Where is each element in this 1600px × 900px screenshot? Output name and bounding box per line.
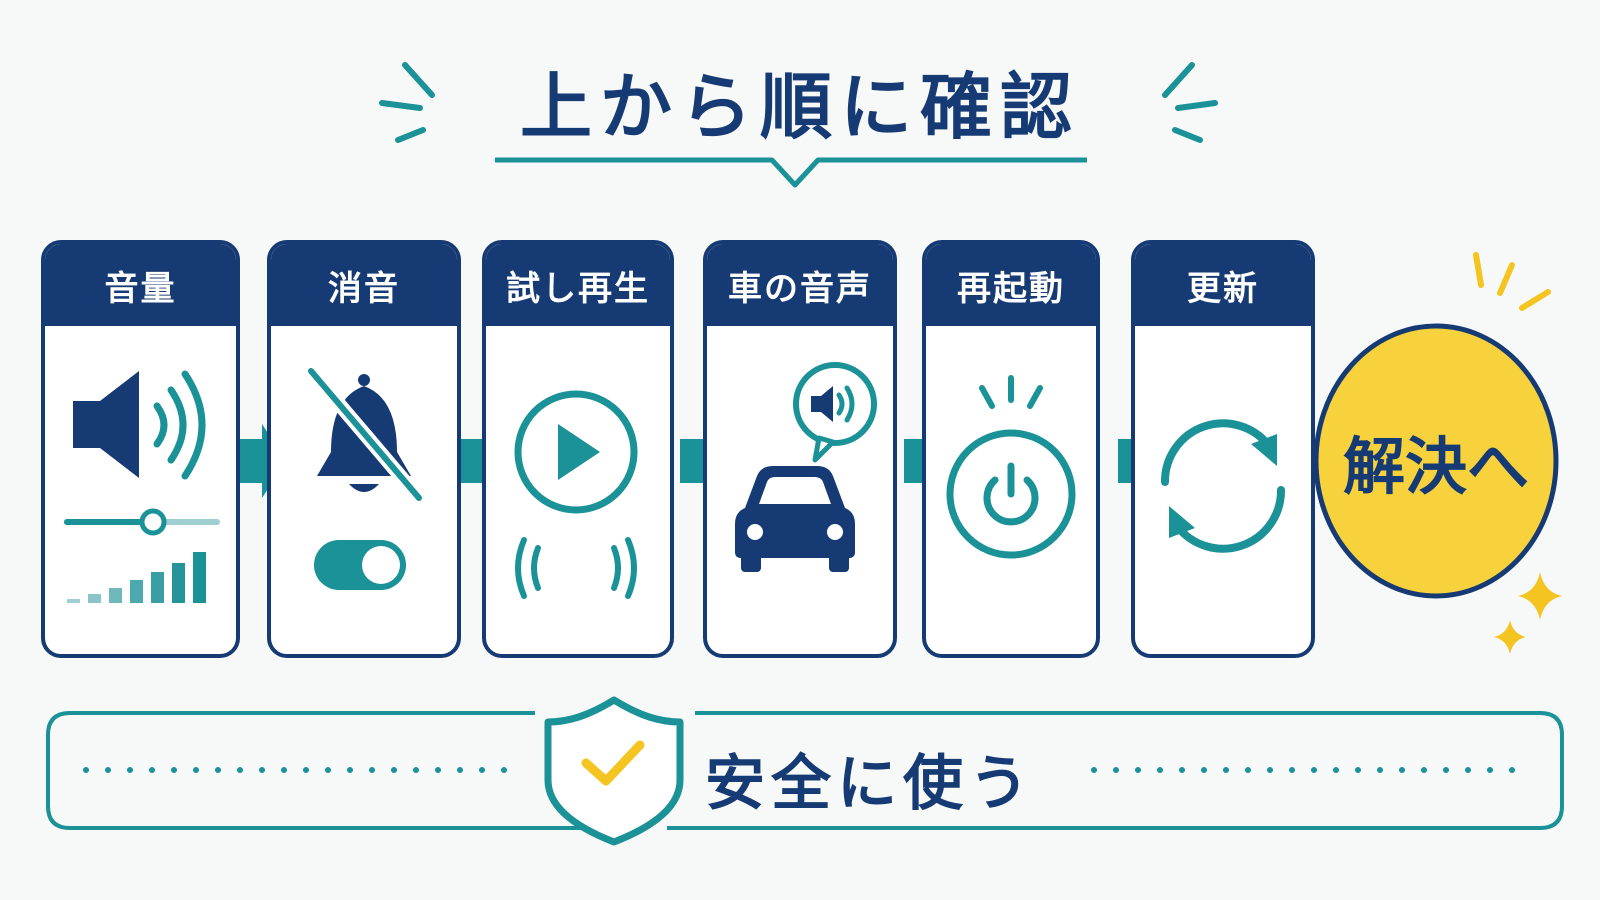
step-update: 更新 bbox=[1131, 240, 1315, 658]
play-icon bbox=[514, 390, 638, 599]
step-label: 試し再生 bbox=[486, 244, 670, 326]
step-mute: 消音 bbox=[267, 240, 461, 658]
page-title: 上から順に確認 bbox=[519, 65, 1080, 149]
step-label: 再起動 bbox=[926, 244, 1096, 326]
step-restart: 再起動 bbox=[922, 240, 1100, 658]
step-label: 消音 bbox=[271, 244, 457, 326]
footer-dots-right bbox=[1091, 767, 1515, 773]
goal-node: 解決へ bbox=[1312, 322, 1560, 600]
step-label: 音量 bbox=[45, 244, 236, 326]
power-icon bbox=[946, 375, 1076, 559]
refresh-icon bbox=[1160, 419, 1286, 553]
title-underline bbox=[495, 157, 1087, 188]
muted-bell-icon bbox=[305, 366, 425, 590]
step-label: 車の音声 bbox=[707, 244, 893, 326]
shield-check-icon bbox=[544, 696, 684, 846]
step-car-audio: 車の音声 bbox=[703, 240, 897, 658]
footer-frame bbox=[46, 711, 1564, 830]
step-test-play: 試し再生 bbox=[482, 240, 674, 658]
title-burst-right-icon bbox=[1162, 62, 1218, 143]
title-burst-left-icon bbox=[379, 62, 435, 143]
step-volume: 音量 bbox=[41, 240, 240, 658]
step-label: 更新 bbox=[1135, 244, 1311, 326]
footer-dots-left bbox=[83, 767, 507, 773]
speaker-volume-icon bbox=[64, 370, 220, 603]
goal-label: 解決へ bbox=[1342, 430, 1529, 503]
footer-label: 安全に使う bbox=[705, 749, 1035, 819]
car-audio-icon bbox=[735, 362, 877, 572]
goal-circle bbox=[1313, 323, 1559, 599]
